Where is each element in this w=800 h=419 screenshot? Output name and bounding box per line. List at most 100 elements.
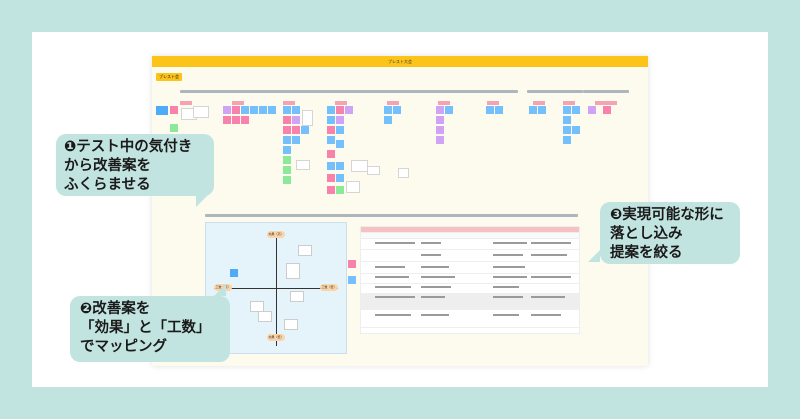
column-label <box>487 101 499 105</box>
callout-line: 「効果」と「工数」 <box>80 320 211 336</box>
board-chip: ブレスト会 <box>156 73 182 81</box>
sticky-note <box>283 166 291 174</box>
callout-step-1: ❶テスト中の気付き から改善案を ふくらませる <box>56 134 214 196</box>
callout-line: ふくらませる <box>64 177 151 193</box>
sticky-note <box>393 106 401 114</box>
sticky-note <box>436 116 444 124</box>
sticky-note <box>292 126 300 134</box>
mapped-idea-card <box>290 291 304 302</box>
sticky-note <box>170 106 178 114</box>
sticky-note <box>336 162 344 170</box>
sticky-note <box>384 116 392 124</box>
callout-line: 落とし込み <box>610 226 683 242</box>
table-header-row <box>361 227 579 233</box>
sticky-note <box>223 116 231 124</box>
axis-label-right: 工数（低） <box>320 284 338 291</box>
callout-step-2: ❷改善案を 「効果」と「工数」 でマッピング <box>70 296 230 362</box>
comment-card <box>367 166 380 175</box>
callout-line: テスト中の気付き <box>76 139 193 155</box>
sticky-note <box>563 116 571 124</box>
table-row <box>361 311 579 328</box>
sticky-note <box>223 106 231 114</box>
sticky-note <box>283 106 291 114</box>
sticky-note <box>170 124 178 132</box>
sticky-note <box>283 136 291 144</box>
mapped-idea-card <box>258 311 272 322</box>
step-3-number: ❸ <box>610 207 623 223</box>
category-band <box>583 90 629 93</box>
sticky-note <box>283 156 291 164</box>
sticky-note <box>283 176 291 184</box>
column-label <box>387 101 399 105</box>
comment-card <box>193 106 209 118</box>
sticky-note <box>241 106 249 114</box>
sticky-note <box>327 126 335 134</box>
sticky-note <box>327 150 335 158</box>
comment-card <box>351 160 368 172</box>
sticky-note <box>495 106 503 114</box>
mapped-idea-thumbnail <box>230 269 238 277</box>
sticky-note <box>336 106 344 114</box>
comment-card <box>346 181 360 193</box>
sticky-note <box>327 116 335 124</box>
horizontal-axis <box>214 288 338 289</box>
sticky-note <box>292 116 300 124</box>
step-2-number: ❷ <box>80 301 93 317</box>
sticky-note <box>327 136 335 144</box>
sticky-note <box>268 106 276 114</box>
mapped-idea-card <box>284 319 298 330</box>
callout-line: 提案を絞る <box>610 245 683 261</box>
callout-tail <box>196 195 208 207</box>
sticky-note <box>327 106 335 114</box>
mapped-idea-card <box>286 263 300 279</box>
callout-step-3: ❸実現可能な形に 落とし込み 提案を絞る <box>600 202 740 264</box>
sticky-note <box>283 126 291 134</box>
board-title: ブレスト大会 <box>152 56 648 67</box>
callout-tail <box>214 284 226 296</box>
sticky-note <box>436 106 444 114</box>
callout-tail <box>588 250 600 262</box>
sticky-note <box>603 106 611 114</box>
sticky-note <box>529 106 537 114</box>
table-row <box>361 251 579 262</box>
column-label <box>563 101 575 105</box>
sticky-note <box>384 106 392 114</box>
sticky-note <box>486 106 494 114</box>
column-label <box>335 101 347 105</box>
sticky-note <box>283 146 291 154</box>
sticky-note <box>336 116 344 124</box>
sticky-note <box>563 106 571 114</box>
sticky-note <box>436 126 444 134</box>
sticky-note <box>241 116 249 124</box>
mapped-idea-card <box>298 245 312 256</box>
sticky-note <box>572 126 580 134</box>
comment-card <box>398 168 409 178</box>
table-row <box>361 273 579 284</box>
sticky-note <box>563 126 571 134</box>
callout-line: から改善案を <box>64 158 151 174</box>
callout-line: 改善案を <box>92 301 151 317</box>
proposal-table[interactable] <box>360 226 580 334</box>
comment-card <box>296 160 310 170</box>
sticky-note <box>345 106 353 114</box>
sticky-note <box>327 162 335 170</box>
category-band <box>527 90 583 93</box>
mapped-idea-card <box>250 301 264 312</box>
callout-line: 実現可能な形に <box>622 207 724 223</box>
sticky-note <box>259 106 267 114</box>
sticky-note <box>232 106 240 114</box>
sticky-note <box>336 174 344 182</box>
sticky-note <box>327 186 335 194</box>
sticky-note <box>232 116 240 124</box>
table-thumbnail <box>348 260 356 268</box>
comment-card <box>302 110 313 126</box>
column-label <box>595 101 617 105</box>
screenshot-thumbnail <box>156 106 168 115</box>
column-label <box>180 101 192 105</box>
sticky-note <box>436 136 444 144</box>
column-label <box>533 101 545 105</box>
sticky-note <box>445 106 453 114</box>
sticky-note <box>292 106 300 114</box>
table-row <box>361 293 579 310</box>
